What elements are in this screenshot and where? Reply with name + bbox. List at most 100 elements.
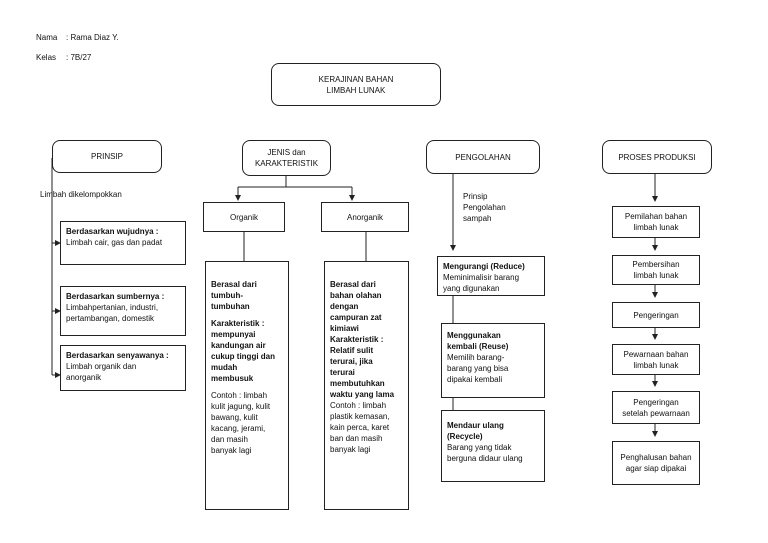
prinsip-item-text: pertambangan, domestik [66,314,155,323]
nama-label: Nama [36,33,58,42]
recycle-title: (Recycle) [447,432,483,441]
proses-header: PROSES PRODUKSI [602,140,712,174]
jenis-header: JENIS dan KARAKTERISTIK [242,140,331,176]
organik-example-text: Contoh : limbah [211,391,268,400]
anorganik-description-text: Karakteristik : [330,335,384,344]
reduce-text: yang digunakan [443,284,500,293]
pengolahan-prinsip-line: Pengolahan [463,203,506,212]
organik-example-text: banyak lagi [211,446,252,455]
anorganik-description-text: dengan [330,302,359,311]
pengolahan-prinsip-text: Prinsip Pengolahan sampah [463,191,506,224]
jenis-header-line-1: JENIS dan [267,148,306,157]
organik-characteristic-text: Karakteristik : [211,319,265,328]
jenis-header-line-2: KARAKTERISTIK [254,159,319,168]
prinsip-header: PRINSIP [52,140,162,173]
proses-step-text: Pengeringan [633,310,679,320]
reuse-text: Memilih barang- [447,353,505,362]
anorganik-description-text: kimiawi [330,324,359,333]
anorganik-description-text: bahan olahan [330,291,382,300]
proses-step-text: Pewarnaan bahan [623,349,689,359]
pengolahan-header: PENGOLAHAN [426,140,540,174]
proses-step-6: Penghalusan bahan agar siap dipakai [612,441,700,485]
prinsip-item-text: Limbahpertanian, industri, [66,303,159,312]
prinsip-header-label: PRINSIP [90,152,123,161]
organik-box: Organik [203,202,285,232]
anorganik-label: Anorganik [346,212,384,222]
proses-step-text: Pengeringan [633,397,679,407]
reuse-box: Menggunakan kembali (Reuse) Memilih bara… [441,323,545,398]
reuse-text: dipakai kembali [447,375,503,384]
anorganik-description-text: campuran zat [330,313,382,322]
prinsip-intro: Limbah dikelompokkan [40,190,122,199]
organik-label: Organik [229,212,258,222]
proses-step-3: Pengeringan [612,302,700,328]
kelas-value: : 7B/27 [66,53,92,62]
title-box: KERAJINAN BAHAN LIMBAH LUNAK [271,63,441,106]
nama-value: : Rama Diaz Y. [66,33,119,42]
anorganik-example-text: Contoh : limbah [330,401,387,410]
organik-characteristic-text: kandungan air [211,341,266,350]
prinsip-item-sumber: Berdasarkan sumbernya : Limbahpertanian,… [60,286,186,336]
prinsip-item-text: Limbah organik dan [66,362,137,371]
reuse-title: Menggunakan [447,331,501,340]
anorganik-description-text: terurai, jika [330,357,373,366]
organik-example-text: bawang, kulit [211,413,258,422]
proses-step-text: limbah lunak [633,360,679,370]
prinsip-item-text: Limbah cair, gas dan padat [66,238,163,247]
organik-origin-text: tumbuhan [211,302,250,311]
proses-step-text: limbah lunak [633,223,679,232]
prinsip-item-title: Berdasarkan sumbernya : [66,292,165,301]
anorganik-box: Anorganik [321,202,409,232]
organik-characteristic-text: membusuk [211,374,254,383]
anorganik-example-text: kain perca, karet [330,423,390,432]
reduce-title: Mengurangi (Reduce) [443,262,525,271]
proses-step-2: Pembersihan limbah lunak [612,255,700,285]
organik-characteristic-text: cukup tinggi dan [211,352,275,361]
reduce-text: Meminimalisir barang [443,273,520,282]
anorganik-description-text: Berasal dari [330,280,376,289]
prinsip-item-title: Berdasarkan senyawanya : [66,351,169,360]
organik-example-text: dan masih [211,435,248,444]
prinsip-item-wujud: Berdasarkan wujudnya : Limbah cair, gas … [60,221,186,265]
reuse-text: barang yang bisa [447,364,509,373]
recycle-text: berguna didaur ulang [447,454,523,463]
proses-step-1: Pemilahan bahan limbah lunak [612,206,700,238]
pengolahan-prinsip-line: Prinsip [463,192,488,201]
title-line-2: LIMBAH LUNAK [326,85,386,95]
proses-step-text: agar siap dipakai [625,464,687,473]
recycle-title: Mendaur ulang [447,421,504,430]
organik-origin-text: tumbuh- [211,291,243,300]
prinsip-item-text: anorganik [66,373,102,382]
prinsip-item-title: Berdasarkan wujudnya : [66,227,159,236]
anorganik-description-text: membutuhkan [330,379,385,388]
proses-step-text: Pemilahan bahan [624,212,688,221]
organik-characteristic-text: mempunyai [211,330,256,339]
prinsip-item-senyawa: Berdasarkan senyawanya : Limbah organik … [60,345,186,391]
pengolahan-header-label: PENGOLAHAN [455,152,511,162]
organik-origin-text: Berasal dari [211,280,257,289]
proses-step-text: setelah pewarnaan [622,408,690,418]
anorganik-example-text: plastik kemasan, [330,412,390,421]
anorganik-example-text: ban dan masih [330,434,383,443]
kelas-label: Kelas [36,53,57,62]
anorganik-detail-box: Berasal dari bahan olahan dengan campura… [324,261,409,510]
organik-detail-box: Berasal dari tumbuh- tumbuhan Karakteris… [205,261,289,510]
proses-step-text: Penghalusan bahan [620,453,692,462]
pengolahan-prinsip-line: sampah [463,214,492,223]
anorganik-description-text: Relatif sulit [330,346,374,355]
anorganik-description-text: waktu yang lama [330,390,395,399]
recycle-box: Mendaur ulang (Recycle) Barang yang tida… [441,410,545,482]
reuse-title: kembali (Reuse) [447,342,509,351]
proses-header-label: PROSES PRODUKSI [618,152,696,162]
proses-step-text: Pembersihan [632,260,680,269]
organik-example-text: kulit jagung, kulit [211,402,271,411]
proses-step-5: Pengeringan setelah pewarnaan [612,391,700,424]
organik-characteristic-text: mudah [211,363,238,372]
anorganik-description-text: terurai [330,368,355,377]
proses-step-4: Pewarnaan bahan limbah lunak [612,344,700,375]
reduce-box: Mengurangi (Reduce) Meminimalisir barang… [437,256,545,296]
organik-example-text: kacang, jerami, [211,424,266,433]
recycle-text: Barang yang tidak [447,443,512,452]
proses-step-text: limbah lunak [633,271,679,280]
